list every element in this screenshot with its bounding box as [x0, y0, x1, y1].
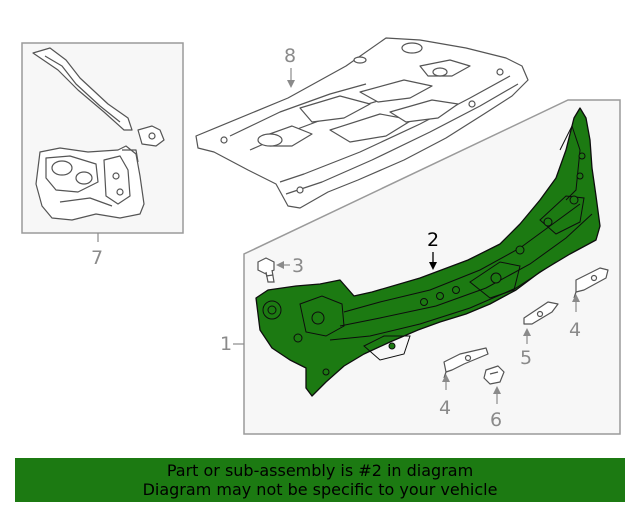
callout-3: 3 — [292, 255, 304, 277]
arrow-4-right — [572, 294, 580, 302]
callout-7: 7 — [91, 247, 103, 269]
notice-line-1: Part or sub-assembly is #2 in diagram — [166, 461, 474, 480]
callout-6: 6 — [490, 409, 502, 431]
callout-4-right: 4 — [569, 319, 581, 341]
part-2-highlighted-side-member — [255, 107, 601, 397]
part-7-lower-panel — [35, 145, 145, 221]
callout-5: 5 — [520, 347, 532, 369]
arrow-5 — [523, 328, 531, 336]
part-6-clip — [483, 365, 505, 385]
part-7-upper-bracket — [32, 47, 165, 147]
callout-4-left: 4 — [439, 397, 451, 419]
arrow-8 — [287, 80, 295, 88]
part-5-plate — [523, 301, 559, 325]
notice-banner: Part or sub-assembly is #2 in diagram Di… — [15, 458, 625, 502]
callout-1: 1 — [220, 333, 232, 355]
callout-2: 2 — [427, 229, 439, 251]
part-3-bolt — [257, 257, 275, 283]
arrow-6 — [493, 386, 501, 394]
part-8-rear-floor-panel — [195, 37, 529, 209]
arrow-2 — [429, 262, 437, 270]
part-4-bracket-right — [573, 267, 609, 299]
arrow-4-left — [442, 374, 450, 382]
notice-line-2: Diagram may not be specific to your vehi… — [142, 480, 498, 499]
arrow-3 — [276, 261, 284, 269]
part-4-bracket-left — [443, 347, 489, 379]
callout-8: 8 — [284, 45, 296, 67]
